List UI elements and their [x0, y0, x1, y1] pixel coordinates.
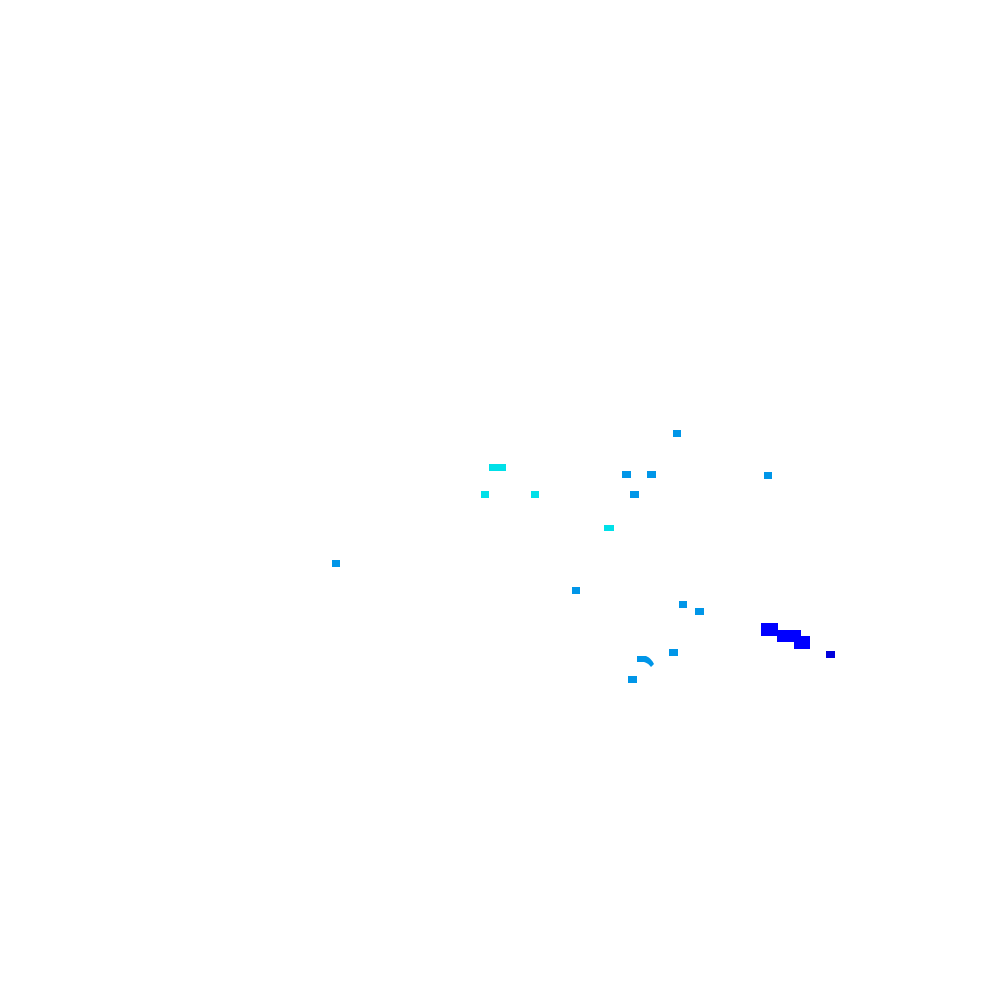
map-feature-marker [489, 464, 506, 471]
map-feature-marker [669, 649, 678, 656]
map-feature-marker [628, 676, 637, 683]
map-feature-marker [695, 608, 704, 615]
map-feature-marker [531, 491, 539, 498]
map-feature-marker [826, 651, 835, 658]
map-feature-marker [794, 636, 810, 649]
map-features [332, 430, 835, 683]
map-feature-marker [481, 491, 489, 498]
map-feature-marker [679, 601, 687, 608]
map-feature-marker [622, 471, 631, 478]
map-feature-marker [332, 560, 340, 567]
map-feature-marker [604, 525, 614, 531]
map-feature-marker [764, 472, 772, 479]
map-feature-marker [630, 491, 639, 498]
map-feature-marker [647, 471, 656, 478]
map-feature-marker [761, 623, 778, 636]
map-feature-marker [572, 587, 580, 594]
map-feature-curve [637, 656, 654, 667]
map-feature-marker [673, 430, 681, 437]
